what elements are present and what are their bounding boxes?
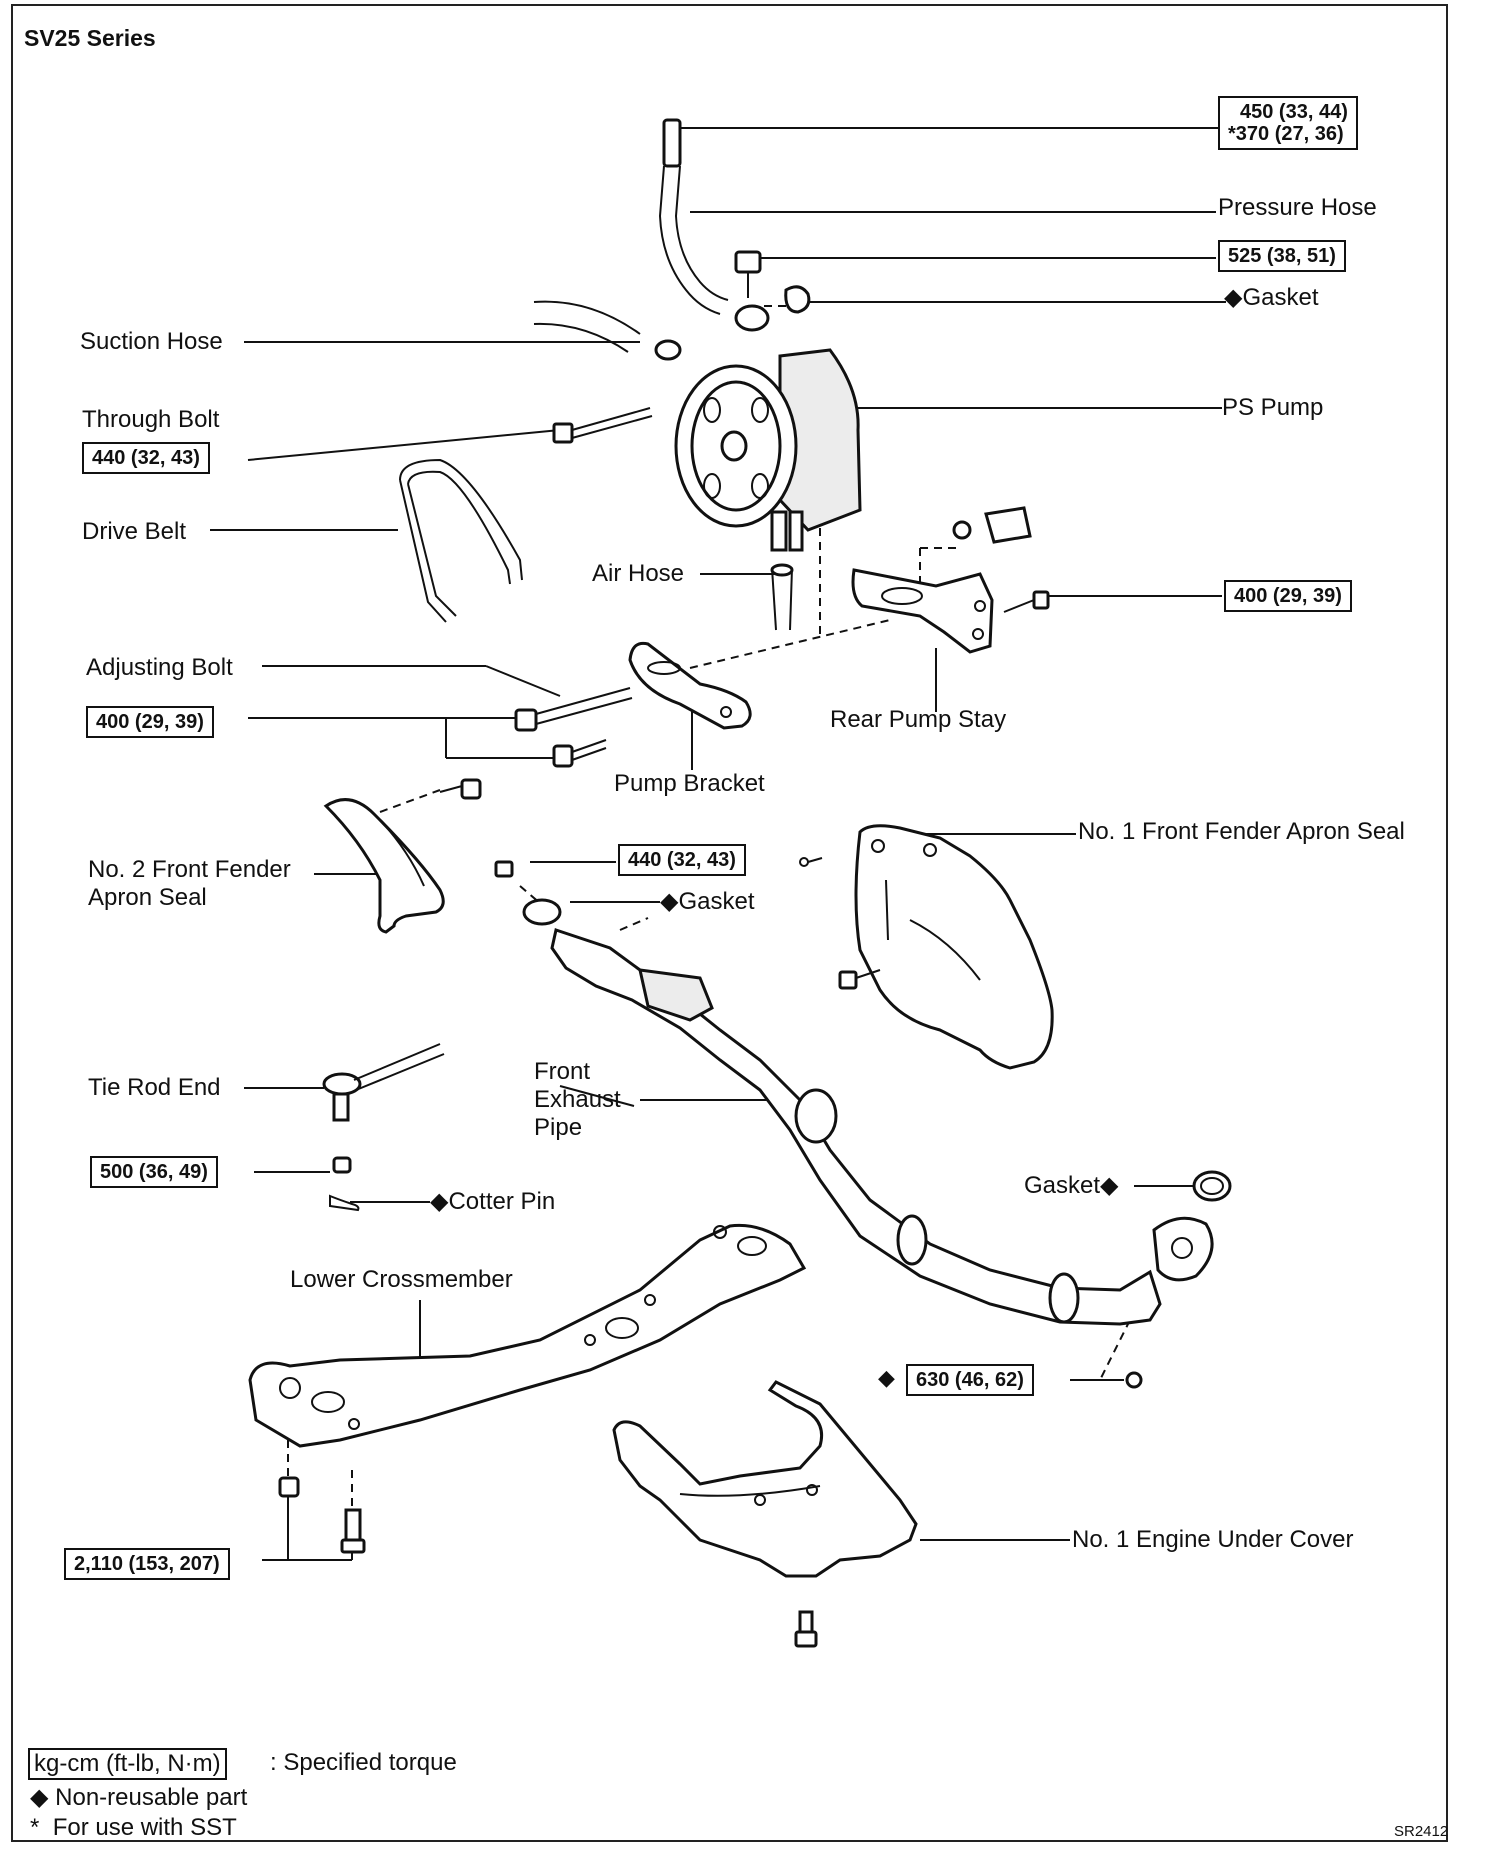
- label-adjusting-bolt: Adjusting Bolt: [86, 654, 233, 681]
- torque-box-union-bolt: 525 (38, 51): [1218, 240, 1346, 272]
- label-no1-engine-under-cover: No. 1 Engine Under Cover: [1072, 1526, 1354, 1553]
- label-gasket-mid: ◆Gasket: [660, 888, 755, 915]
- torque-box-exhaust-front: 440 (32, 43): [618, 844, 746, 876]
- no2-apron-seal-drawing: [323, 798, 445, 934]
- pressure-hose-drawing: [658, 118, 811, 332]
- label-front-exhaust-pipe-line3: Pipe: [534, 1114, 583, 1141]
- sst-asterisk: *: [30, 1814, 40, 1841]
- label-lower-crossmember: Lower Crossmember: [290, 1266, 513, 1293]
- non-reusable-diamond: ◆: [430, 1188, 449, 1215]
- legend-non-reusable: ◆ Non-reusable part: [30, 1784, 248, 1811]
- non-reusable-diamond-exhaust-rear: ◆: [878, 1365, 895, 1390]
- non-reusable-diamond: ◆: [1224, 284, 1243, 311]
- drive-belt-drawing: [399, 458, 523, 623]
- suction-hose-drawing: [533, 300, 682, 361]
- torque-box-crossmember: 2,110 (153, 207): [64, 1548, 230, 1580]
- ps-pump-drawing: [674, 348, 862, 552]
- air-hose-drawing: [770, 563, 794, 631]
- sst-asterisk: *: [1228, 123, 1236, 145]
- label-no2-fender-apron-seal-line2: Apron Seal: [88, 884, 207, 911]
- label-pressure-hose: Pressure Hose: [1218, 194, 1377, 221]
- torque-box-tie-rod: 500 (36, 49): [90, 1156, 218, 1188]
- torque-box-adjusting-bolt: 400 (29, 39): [86, 706, 214, 738]
- torque-box-pressure-hose: 450 (33, 44) *370 (27, 36): [1218, 96, 1358, 150]
- legend-sst: * For use with SST: [30, 1814, 237, 1841]
- engine-under-cover-drawing: [612, 1380, 918, 1648]
- page-title: SV25 Series: [24, 25, 156, 51]
- label-cotter-pin: ◆Cotter Pin: [430, 1188, 556, 1215]
- adjusting-bolt-drawing: [439, 687, 633, 800]
- rear-pump-stay-drawing: [851, 506, 1050, 654]
- legend-unit-box: kg-cm (ft-lb, N·m): [28, 1748, 227, 1780]
- label-gasket-right: Gasket◆: [1024, 1172, 1119, 1199]
- legend-unit-description: : Specified torque: [270, 1749, 457, 1776]
- torque-box-through-bolt: 440 (32, 43): [82, 442, 210, 474]
- no1-apron-seal-drawing: [799, 824, 1054, 1070]
- torque-value-pressure-hose: 450 (33, 44): [1240, 101, 1348, 123]
- torque-box-rear-pump-stay: 400 (29, 39): [1224, 580, 1352, 612]
- label-suction-hose: Suction Hose: [80, 328, 223, 355]
- label-drive-belt: Drive Belt: [82, 518, 187, 545]
- non-reusable-diamond: ◆: [660, 888, 679, 915]
- label-ps-pump: PS Pump: [1222, 394, 1324, 421]
- tie-rod-end-drawing: [322, 1043, 445, 1212]
- label-air-hose: Air Hose: [592, 560, 685, 587]
- label-no2-fender-apron-seal-line1: No. 2 Front Fender: [88, 856, 291, 883]
- label-front-exhaust-pipe-line2: Exhaust: [534, 1086, 621, 1113]
- label-gasket-top: ◆Gasket: [1224, 284, 1319, 311]
- torque-value-pressure-hose-sst: *370 (27, 36): [1228, 123, 1344, 145]
- figure-code: SR2412: [1394, 1823, 1449, 1840]
- non-reusable-diamond: ◆: [30, 1784, 49, 1811]
- label-no1-fender-apron-seal: No. 1 Front Fender Apron Seal: [1078, 818, 1405, 845]
- front-exhaust-pipe-drawing: [494, 860, 1232, 1389]
- torque-box-exhaust-rear: 630 (46, 62): [906, 1364, 1034, 1396]
- label-tie-rod-end: Tie Rod End: [88, 1074, 221, 1101]
- non-reusable-diamond: ◆: [1100, 1172, 1119, 1199]
- label-pump-bracket: Pump Bracket: [614, 770, 765, 797]
- label-through-bolt: Through Bolt: [82, 406, 220, 433]
- label-rear-pump-stay: Rear Pump Stay: [830, 706, 1007, 733]
- pump-bracket-drawing: [628, 641, 752, 730]
- label-front-exhaust-pipe-line1: Front: [534, 1058, 591, 1085]
- lower-crossmember-drawing: [248, 1223, 807, 1554]
- leader-lines: [210, 127, 1226, 1561]
- through-bolt-drawing: [552, 407, 653, 444]
- diagram-frame: [11, 4, 1448, 1842]
